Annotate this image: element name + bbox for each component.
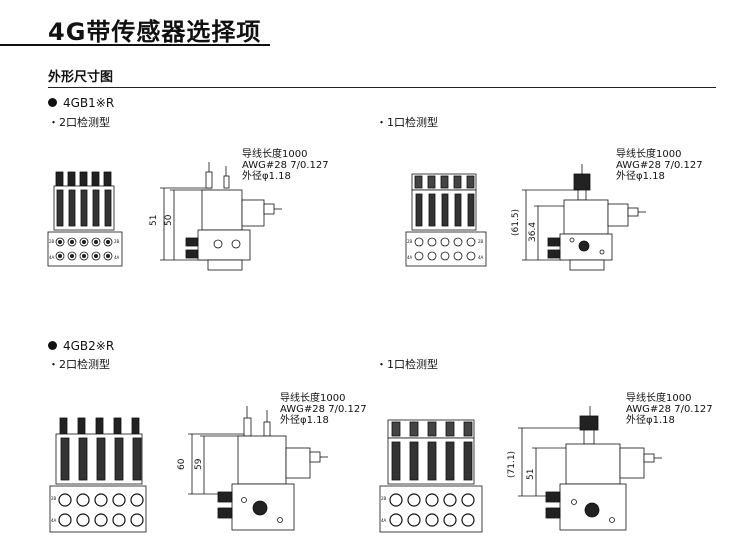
cable-spec-callout: 导线长度1000 AWG#28 7/0.127 外径φ1.18 — [616, 149, 703, 182]
port-label-2b: 2B — [49, 239, 55, 244]
port-label-4a: 4A — [51, 518, 57, 523]
variant-label-2port: ・2口检测型 — [48, 358, 110, 371]
page-title: 4G带传感器选择项 — [48, 18, 262, 46]
cable-length-text: 导线长度1000 — [616, 149, 682, 160]
cable-spec-callout: 导线长度1000 AWG#28 7/0.127 外径φ1.18 — [626, 393, 713, 426]
port-label-4a: 4A — [407, 255, 413, 260]
cable-spec-callout: 导线长度1000 AWG#28 7/0.127 外径φ1.18 — [280, 393, 367, 426]
cable-awg-text: AWG#28 7/0.127 — [626, 404, 713, 415]
side-view-drawing: (71.1) 51 — [500, 404, 670, 544]
dimension-label: 60 — [177, 458, 187, 470]
front-view-drawing: 2B 4A — [48, 414, 148, 536]
port-label-2b: 2B — [114, 239, 120, 244]
variant-label-1port: ・1口检测型 — [376, 116, 438, 129]
series-heading-4gb1: 4GB1※R — [48, 96, 114, 110]
side-view-drawing: (61.5) 36.4 — [504, 160, 654, 275]
bullet-icon — [48, 341, 57, 350]
section-divider — [48, 87, 716, 88]
side-view-drawing: 60 59 — [170, 404, 340, 544]
cable-spec-callout: 导线长度1000 AWG#28 7/0.127 外径φ1.18 — [242, 149, 329, 182]
series-model: 4GB1※R — [63, 96, 115, 110]
cable-awg-text: AWG#28 7/0.127 — [616, 160, 703, 171]
series-model: 4GB2※R — [63, 339, 115, 353]
cable-diameter-text: 外径φ1.18 — [626, 415, 675, 426]
cable-diameter-text: 外径φ1.18 — [616, 171, 665, 182]
cable-length-text: 导线长度1000 — [626, 393, 692, 404]
port-label-2b: 2B — [478, 239, 484, 244]
title-underline — [0, 44, 270, 46]
dimension-label: 36.4 — [528, 222, 538, 242]
cable-awg-text: AWG#28 7/0.127 — [280, 404, 367, 415]
cable-diameter-text: 外径φ1.18 — [242, 171, 291, 182]
port-label-4a: 4A — [49, 255, 55, 260]
dimension-label: (61.5) — [511, 209, 521, 236]
port-label-4a: 4A — [381, 518, 387, 523]
bullet-icon — [48, 98, 57, 107]
variant-label-1port: ・1口检测型 — [376, 358, 438, 371]
front-view-drawing: 2B 4A 2B 4A — [404, 168, 488, 272]
cable-length-text: 导线长度1000 — [280, 393, 346, 404]
cable-awg-text: AWG#28 7/0.127 — [242, 160, 329, 171]
section-title: 外形尺寸图 — [48, 70, 114, 85]
cable-diameter-text: 外径φ1.18 — [280, 415, 329, 426]
dimension-label: 50 — [164, 214, 174, 226]
dimension-label: 51 — [149, 215, 159, 226]
port-label-2b: 2B — [381, 496, 387, 501]
dimension-label: (71.1) — [507, 451, 517, 478]
dimension-label: 59 — [194, 458, 204, 470]
front-view-drawing: 2B 4A 2B 4A — [46, 168, 126, 272]
series-heading-4gb2: 4GB2※R — [48, 339, 114, 353]
variant-label-2port: ・2口检测型 — [48, 116, 110, 129]
port-label-4a: 4A — [114, 255, 120, 260]
side-view-drawing: 51 50 — [142, 160, 292, 275]
dimension-label: 51 — [526, 469, 536, 480]
port-label-4a: 4A — [478, 255, 484, 260]
cable-length-text: 导线长度1000 — [242, 149, 308, 160]
front-view-drawing: 2B 4A — [378, 414, 484, 536]
port-label-2b: 2B — [407, 239, 413, 244]
port-label-2b: 2B — [51, 496, 57, 501]
